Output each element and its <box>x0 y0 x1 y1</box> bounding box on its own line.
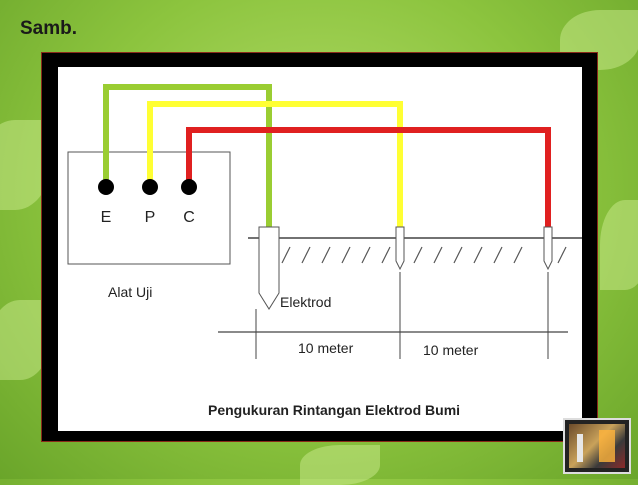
terminal-p-dot <box>142 179 158 195</box>
wire-e <box>103 84 272 229</box>
terminal-e-dot <box>98 179 114 195</box>
terminal-c-label: C <box>183 209 195 226</box>
terminal-p-label: P <box>145 209 156 226</box>
device-label: Alat Uji <box>108 284 152 300</box>
current-electrode <box>543 226 553 271</box>
wire-p <box>147 101 403 229</box>
earth-resistance-diagram: E P C Alat Uji Elektrod <box>58 67 582 431</box>
ground-hatching <box>281 246 567 264</box>
thumbnail-image <box>563 418 631 474</box>
distance-label-2: 10 meter <box>423 342 479 358</box>
slide-title: Samb. <box>20 18 78 39</box>
background-leaf <box>300 445 380 485</box>
wire-c <box>186 127 551 229</box>
diagram-caption: Pengukuran Rintangan Elektrod Bumi <box>208 402 460 418</box>
electrode-label: Elektrod <box>280 294 331 310</box>
background-leaf <box>600 200 638 290</box>
diagram-svg: E P C Alat Uji Elektrod <box>67 84 582 418</box>
main-electrode <box>258 226 280 310</box>
terminal-e-label: E <box>101 209 112 226</box>
terminal-c-dot <box>181 179 197 195</box>
distance-label-1: 10 meter <box>298 340 354 356</box>
potential-electrode <box>395 226 405 271</box>
